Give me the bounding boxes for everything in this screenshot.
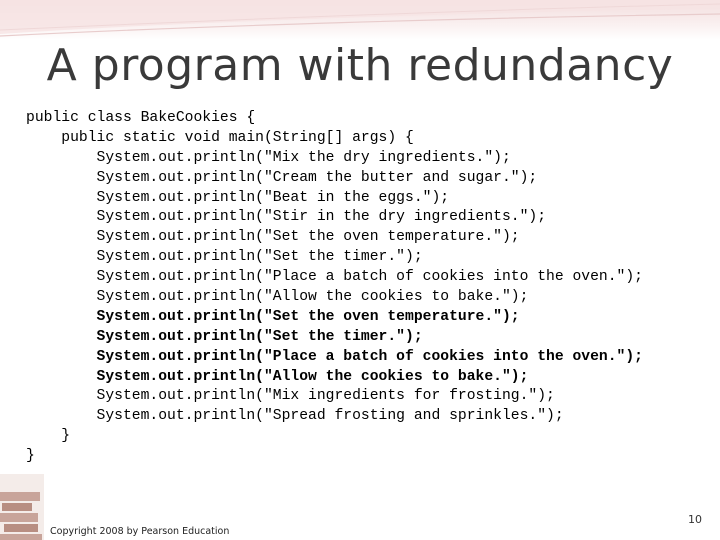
- header-swoosh-decoration: [0, 0, 720, 37]
- code-line: public class BakeCookies {: [26, 110, 256, 126]
- code-line: System.out.println("Mix ingredients for …: [26, 388, 555, 405]
- code-line: System.out.println("Set the oven tempera…: [26, 229, 520, 246]
- copyright-text: Copyright 2008 by Pearson Education: [50, 526, 230, 537]
- code-line: System.out.println("Spread frosting and …: [26, 408, 564, 425]
- code-line: public static void main(String[] args) {: [26, 129, 414, 146]
- code-line: }: [26, 428, 71, 445]
- code-line: System.out.println("Allow the cookies to…: [26, 289, 529, 306]
- code-line: System.out.println("Set the timer.");: [26, 328, 423, 345]
- brick-wall-decoration: [0, 474, 44, 540]
- code-line: }: [26, 448, 35, 465]
- code-line: System.out.println("Mix the dry ingredie…: [26, 149, 511, 166]
- code-line: System.out.println("Place a batch of coo…: [26, 348, 643, 365]
- slide-title: A program with redundancy: [46, 40, 674, 91]
- code-line: System.out.println("Set the oven tempera…: [26, 308, 520, 325]
- code-line: System.out.println("Cream the butter and…: [26, 169, 538, 186]
- code-line: System.out.println("Allow the cookies to…: [26, 368, 529, 385]
- code-line: System.out.println("Beat in the eggs.");: [26, 189, 450, 206]
- code-line: System.out.println("Set the timer.");: [26, 249, 423, 266]
- code-block: public class BakeCookies { public static…: [26, 109, 643, 467]
- code-line: System.out.println("Stir in the dry ingr…: [26, 209, 547, 226]
- page-number: 10: [688, 513, 702, 526]
- code-line: System.out.println("Place a batch of coo…: [26, 269, 643, 286]
